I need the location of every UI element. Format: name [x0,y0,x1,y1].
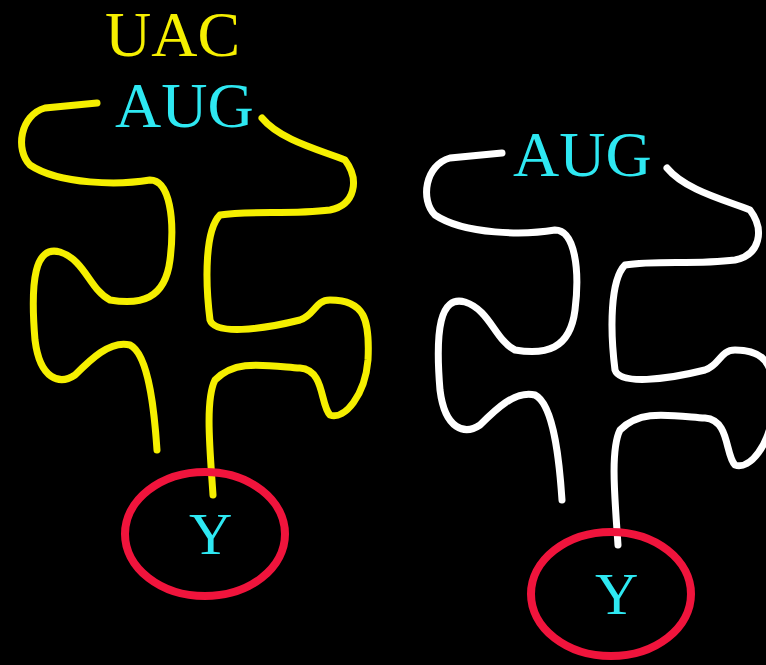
amino-acid-label: Y [595,564,638,624]
codon-text: AUG [115,74,254,138]
white-trna [427,153,766,545]
amino-acid-circle: Y [120,467,290,601]
anticodon-text: UAC [105,3,240,67]
amino-acid-label: Y [189,504,232,564]
amino-acid-circle: Y [526,527,696,661]
yellow-trna [22,103,369,495]
codon-text: AUG [513,123,652,187]
